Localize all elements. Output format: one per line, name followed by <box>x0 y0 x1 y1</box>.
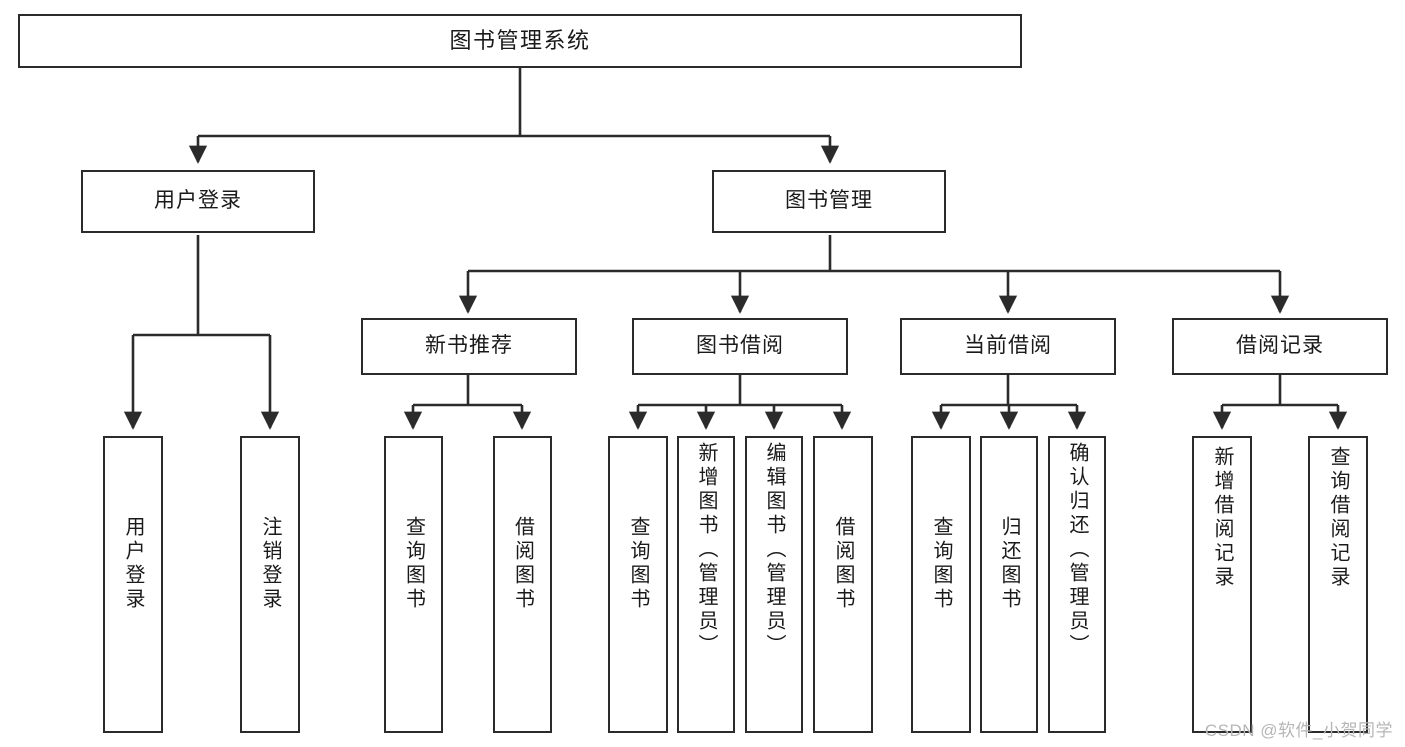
leaf-return-book[interactable]: 归还图书 <box>980 436 1038 733</box>
node-label: 借阅图书 <box>511 516 534 612</box>
node-label: 注销登录 <box>259 516 281 612</box>
node-label: 归还图书 <box>998 516 1020 612</box>
leaf-add-borrow-record[interactable]: 新增借阅记录 <box>1192 436 1252 733</box>
leaf-add-book[interactable]: 新增图书（管理员） <box>677 436 735 733</box>
node-new-book-rec[interactable]: 新书推荐 <box>361 318 577 375</box>
node-label: 用户登录 <box>122 516 144 612</box>
leaf-borrow-book-new-rec[interactable]: 借阅图书 <box>493 436 552 733</box>
node-root-system[interactable]: 图书管理系统 <box>18 14 1022 68</box>
node-label: 借阅记录 <box>1236 334 1324 358</box>
leaf-edit-book[interactable]: 编辑图书（管理员） <box>745 436 803 733</box>
leaf-logout-login[interactable]: 注销登录 <box>240 436 300 733</box>
node-label: 查询图书 <box>930 516 952 612</box>
node-label: 新增借阅记录 <box>1211 446 1233 590</box>
leaf-query-book-new-rec[interactable]: 查询图书 <box>384 436 443 733</box>
node-label: 编辑图书（管理员） <box>763 442 785 658</box>
leaf-query-book-current[interactable]: 查询图书 <box>911 436 971 733</box>
node-label: 查询图书 <box>627 516 649 612</box>
node-label: 确认归还（管理员） <box>1066 442 1088 658</box>
node-label: 查询图书 <box>402 516 425 612</box>
leaf-query-borrow-record[interactable]: 查询借阅记录 <box>1308 436 1368 733</box>
watermark-text: CSDN @软件_小贺同学 <box>1204 721 1393 740</box>
node-label: 借阅图书 <box>832 516 854 612</box>
node-label: 图书管理系统 <box>449 28 591 54</box>
leaf-confirm-return[interactable]: 确认归还（管理员） <box>1048 436 1106 733</box>
node-borrow-record[interactable]: 借阅记录 <box>1172 318 1388 375</box>
node-label: 图书管理 <box>785 189 873 213</box>
node-label: 查询借阅记录 <box>1327 446 1349 590</box>
node-label: 新书推荐 <box>425 334 513 358</box>
node-label: 用户登录 <box>154 189 242 213</box>
leaf-user-login[interactable]: 用户登录 <box>103 436 163 733</box>
node-user-login[interactable]: 用户登录 <box>81 170 315 233</box>
leaf-query-book-borrow[interactable]: 查询图书 <box>608 436 668 733</box>
node-book-manage[interactable]: 图书管理 <box>712 170 946 233</box>
node-label: 新增图书（管理员） <box>695 442 717 658</box>
node-label: 图书借阅 <box>696 334 784 358</box>
node-book-borrow[interactable]: 图书借阅 <box>632 318 848 375</box>
leaf-borrow-book-borrow[interactable]: 借阅图书 <box>813 436 873 733</box>
node-label: 当前借阅 <box>964 334 1052 358</box>
node-current-borrow[interactable]: 当前借阅 <box>900 318 1116 375</box>
